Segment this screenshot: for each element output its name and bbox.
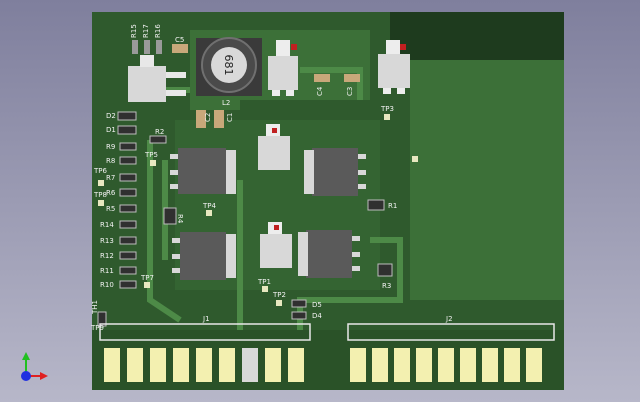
transistor-q2 [378,40,410,94]
sot223-lower [260,222,292,268]
ref-r7: R7 [106,174,115,182]
ref-j1: J1 [202,315,210,323]
copper-pour-right [410,60,564,300]
ref-r17: R17 [142,24,150,38]
ref-r9: R9 [106,143,115,151]
ref-r1: R1 [388,202,397,210]
ref-r11: R11 [100,267,114,275]
ref-d4: D4 [312,312,322,320]
ref-tp6: TP6 [93,167,107,175]
left-resistor-column [117,111,137,289]
mosfet-upper-right [304,148,366,196]
ref-th1: TH1 [91,300,99,315]
ref-r6: R6 [106,189,116,197]
transistor-q1 [268,40,298,96]
ref-r14: R14 [100,221,114,229]
ref-tp9: TP9 [90,324,104,332]
ref-c3: C3 [346,87,354,96]
ref-r13: R13 [100,237,114,245]
ref-c5: C5 [175,36,184,44]
ref-d5: D5 [312,301,322,309]
ref-tp3: TP3 [380,105,394,113]
ref-r4: R4 [176,214,184,224]
sot223-upper [258,124,290,170]
connector-j2 [347,323,555,382]
ref-c1: C1 [226,113,234,122]
ref-r2: R2 [155,128,164,136]
connector-j1 [99,323,311,382]
test-points [98,114,418,306]
ref-r3: R3 [382,282,391,290]
dark-copper-pour [390,12,564,60]
ref-l2: L2 [222,99,230,107]
inductor-label: 681 [222,55,235,76]
ref-tp2: TP2 [272,291,286,299]
silkscreen-labels: R15 R17 R16 C5 L2 C4 C3 TP3 D2 D1 R2 C2 … [90,24,453,332]
ref-tp1: TP1 [257,278,271,286]
mosfet-lower-right [298,230,360,278]
axes-gizmo-icon [21,352,48,381]
ref-tp4: TP4 [202,202,216,210]
ref-r16: R16 [154,24,162,38]
ref-c2: C2 [204,113,212,122]
ref-tp7: TP7 [140,274,154,282]
ref-d2: D2 [106,112,116,120]
ref-r12: R12 [100,252,114,260]
ref-tp5: TP5 [144,151,158,159]
mosfet-upper-left [170,148,236,194]
ref-r5: R5 [106,205,115,213]
ref-tp8: TP8 [93,191,107,199]
ref-r10: R10 [100,281,114,289]
mosfet-lower-left [172,232,236,280]
inductor-l2: 681 [196,37,262,96]
ref-r15: R15 [130,24,138,38]
ref-j2: J2 [445,315,453,323]
regulator-u1 [128,55,186,102]
ref-c4: C4 [316,86,324,96]
ref-r8: R8 [106,157,115,165]
ref-d1: D1 [106,126,116,134]
